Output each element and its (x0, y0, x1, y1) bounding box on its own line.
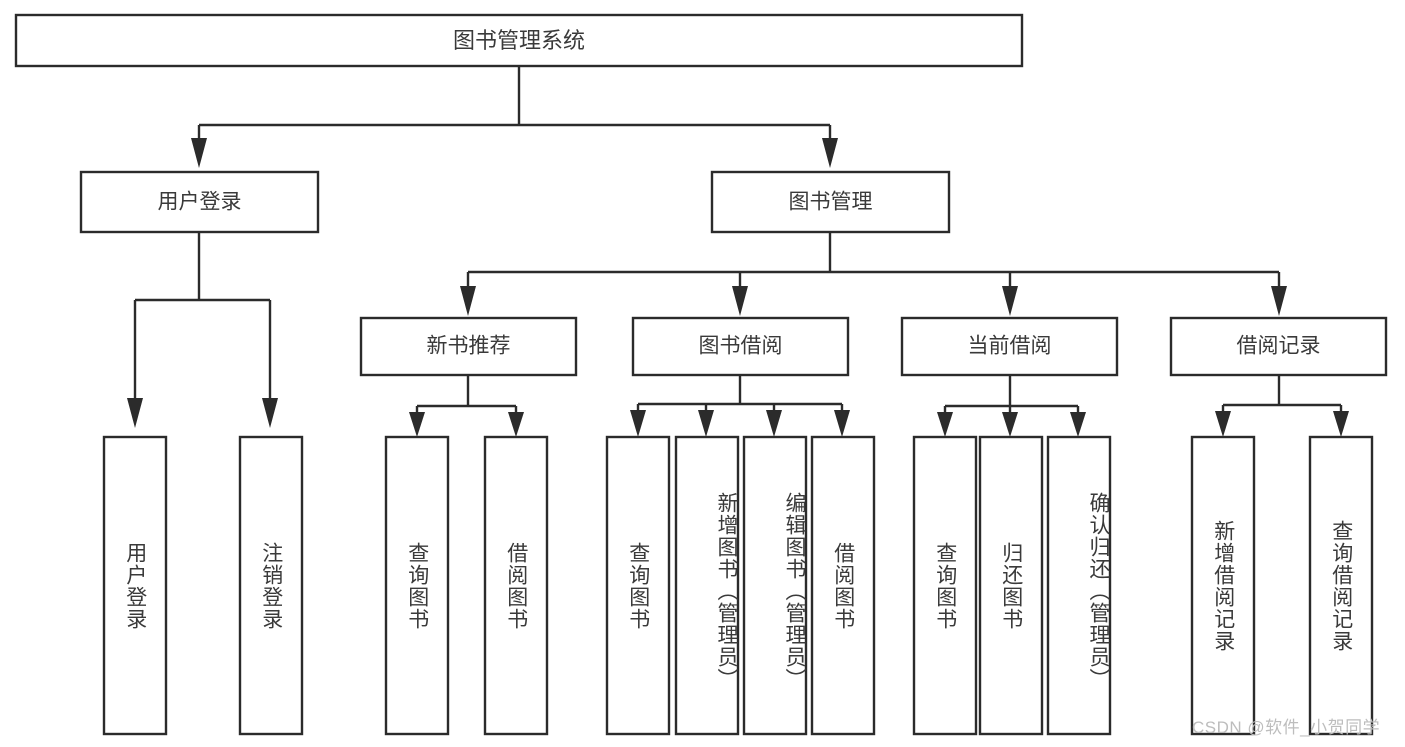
arrow-head-leaf-newbook-1 (409, 412, 425, 437)
csdn-watermark: CSDN @软件_小贺同学 (1192, 718, 1381, 737)
connector-group-bookborrow (630, 375, 850, 437)
arrow-head-currentborrow (1002, 286, 1018, 316)
leaf-box-new-book-2[interactable] (483, 435, 549, 736)
arrow-head-leaf-currentborrow-3 (1070, 412, 1086, 437)
arrow-head-leaf-user-login-1 (127, 398, 143, 428)
node-borrow-record-label: 借阅记录 (1237, 335, 1321, 358)
leaf-box-current-borrow-2[interactable] (978, 435, 1044, 736)
leaf-box-user-login-1[interactable] (102, 435, 168, 736)
arrow-head-leaf-borrowrecord-1 (1215, 411, 1231, 437)
node-book-management-label: 图书管理 (789, 191, 873, 214)
node-user-login-label: 用户登录 (158, 191, 242, 214)
node-root-box[interactable] (14, 13, 1024, 68)
leaf-box-book-borrow-3[interactable] (742, 435, 808, 736)
connector-group-root (191, 66, 838, 168)
connector-group-newbook (409, 375, 524, 437)
node-book-management-box[interactable] (710, 170, 951, 234)
node-current-borrow-box[interactable] (900, 316, 1119, 377)
node-book-borrow-label: 图书借阅 (699, 335, 783, 358)
node-user-login-box[interactable] (79, 170, 320, 234)
arrow-head-bookmgmt (822, 138, 838, 168)
arrow-head-bookborrow (732, 286, 748, 316)
arrow-head-leaf-bookborrow-2 (698, 410, 714, 437)
node-new-book-recommend-box[interactable] (359, 316, 578, 377)
arrow-head-newbook (460, 286, 476, 316)
leaf-box-book-borrow-1[interactable] (605, 435, 671, 736)
connector-group-bookmgmt (460, 232, 1287, 316)
connector-group-currentborrow (937, 375, 1086, 437)
leaf-box-user-login-2[interactable] (238, 435, 304, 736)
leaf-box-book-borrow-4[interactable] (810, 435, 876, 736)
node-root-label: 图书管理系统 (453, 28, 585, 53)
connector-group-borrowrecord (1215, 375, 1349, 437)
node-new-book-recommend-label: 新书推荐 (427, 335, 511, 358)
arrow-head-leaf-bookborrow-1 (630, 410, 646, 437)
arrow-head-leaf-borrowrecord-2 (1333, 411, 1349, 437)
arrow-head-borrowrecord (1271, 286, 1287, 316)
leaf-box-current-borrow-1[interactable] (912, 435, 978, 736)
leaf-box-new-book-1[interactable] (384, 435, 450, 736)
node-book-borrow-box[interactable] (631, 316, 850, 377)
arrow-head-leaf-bookborrow-4 (834, 410, 850, 437)
leaf-box-book-borrow-2[interactable] (674, 435, 740, 736)
leaf-box-borrow-record-2[interactable] (1308, 435, 1374, 736)
arrow-head-leaf-currentborrow-1 (937, 412, 953, 437)
node-current-borrow-label: 当前借阅 (968, 335, 1052, 358)
arrow-head-leaf-user-login-2 (262, 398, 278, 428)
arrow-head-leaf-currentborrow-2 (1002, 412, 1018, 437)
arrow-head-userlogin (191, 138, 207, 168)
connector-group-userlogin (127, 232, 278, 428)
arrow-head-leaf-bookborrow-3 (766, 410, 782, 437)
arrow-head-leaf-newbook-2 (508, 412, 524, 437)
leaf-box-current-borrow-3[interactable] (1046, 435, 1112, 736)
leaf-box-borrow-record-1[interactable] (1190, 435, 1256, 736)
node-borrow-record-box[interactable] (1169, 316, 1388, 377)
